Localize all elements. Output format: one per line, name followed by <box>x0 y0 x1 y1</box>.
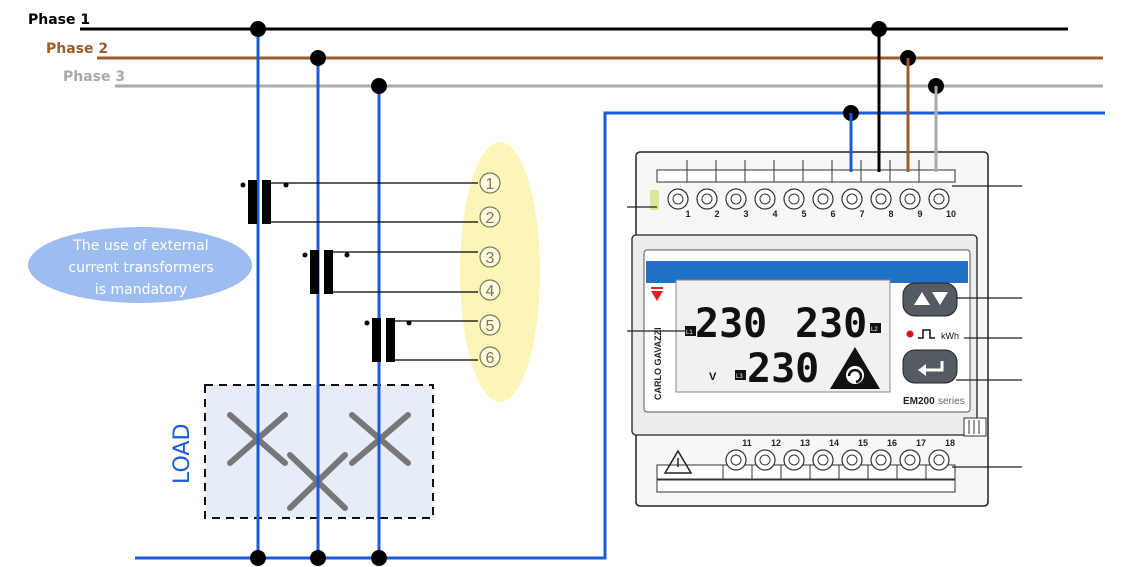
terminal-15: 15 <box>858 438 868 448</box>
ct-terminal-highlight <box>460 142 540 402</box>
junction-dot <box>371 550 387 566</box>
terminal-6: 6 <box>830 209 835 219</box>
ct-terminal-3: 3 <box>486 250 495 267</box>
ct-terminal-5: 5 <box>486 318 495 335</box>
phase-tag-l3: L3 <box>736 374 743 380</box>
note-line-2: current transformers <box>68 260 213 276</box>
unit-v: V <box>709 371 717 383</box>
terminal-12: 12 <box>771 438 781 448</box>
terminal-17: 17 <box>916 438 926 448</box>
junction-dot <box>250 21 266 37</box>
junction-dot <box>310 550 326 566</box>
display-top-right: 230 <box>795 301 867 347</box>
terminal-13: 13 <box>800 438 810 448</box>
terminal-2: 2 <box>714 209 719 219</box>
display-top-left: 230 <box>695 301 767 347</box>
ct-2 <box>302 250 478 294</box>
terminal-8: 8 <box>888 209 893 219</box>
note-line-3: is mandatory <box>95 282 187 298</box>
ct-3 <box>364 318 478 362</box>
ct-terminal-2: 2 <box>486 210 495 227</box>
note-ellipse <box>28 227 252 303</box>
display-bottom: 230 <box>747 346 819 392</box>
terminal-18: 18 <box>945 438 955 448</box>
phase-tag-l2: L2 <box>871 327 878 333</box>
terminal-9: 9 <box>917 209 922 219</box>
pulse-led <box>906 330 914 338</box>
indicator-kwh: kWh <box>941 331 959 341</box>
terminal-14: 14 <box>829 438 839 448</box>
terminal-16: 16 <box>887 438 897 448</box>
ct-terminal-1: 1 <box>486 176 495 193</box>
junction-dot <box>371 78 387 94</box>
terminal-5: 5 <box>801 209 806 219</box>
terminal-11: 11 <box>742 438 752 448</box>
series-word: series <box>938 396 965 407</box>
phase-tag-l1: L1 <box>686 330 693 336</box>
ct-terminal-4: 4 <box>486 283 495 300</box>
junction-dot <box>250 550 266 566</box>
meter: 1 2 3 4 5 6 7 8 9 10 CARLO GAVAZZI 230 2… <box>631 151 989 507</box>
warning-icon <box>663 449 693 474</box>
phase3-label: Phase 3 <box>63 69 125 85</box>
enter-button[interactable] <box>902 349 958 384</box>
ct-terminal-6: 6 <box>486 350 495 367</box>
terminal-3: 3 <box>743 209 748 219</box>
meter-brand: CARLO GAVAZZI <box>653 327 663 400</box>
phase1-label: Phase 1 <box>28 12 90 28</box>
load-label: LOAD <box>170 424 195 484</box>
terminal-7: 7 <box>859 209 864 219</box>
series-model: EM200 <box>903 396 935 407</box>
note-line-1: The use of external <box>72 238 208 254</box>
terminal-4: 4 <box>772 209 777 219</box>
up-down-button[interactable] <box>902 282 958 317</box>
ct-1 <box>240 180 478 224</box>
terminal-1: 1 <box>685 209 690 219</box>
junction-dot <box>310 50 326 66</box>
phase2-label: Phase 2 <box>46 41 108 57</box>
terminal-10: 10 <box>946 209 956 219</box>
